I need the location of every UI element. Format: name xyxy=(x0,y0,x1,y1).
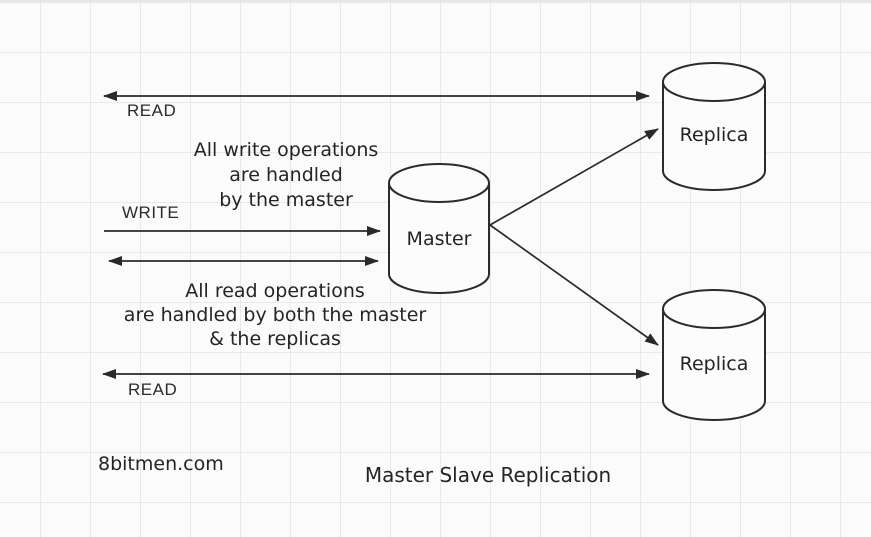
write-operations-note: All write operations are handled by the … xyxy=(194,138,379,213)
write-note-line-2: are handled xyxy=(229,164,343,186)
read-note-line-1: All read operations xyxy=(185,280,365,302)
replica-bottom-db-cylinder xyxy=(662,289,766,421)
write-note-line-3: by the master xyxy=(219,189,353,211)
master-to-replica-top-arrow xyxy=(489,128,659,226)
read-top-label: READ xyxy=(127,101,177,120)
replica-top-db-cylinder xyxy=(662,62,766,191)
master-db-cylinder xyxy=(388,163,490,294)
diagram-title: Master Slave Replication xyxy=(364,463,612,487)
read-operations-note: All read operations are handled by both … xyxy=(124,279,426,351)
top-edge-line xyxy=(0,0,871,2)
read-note-line-2: are handled by both the master xyxy=(123,304,427,326)
read-note-line-3: & the replicas xyxy=(209,328,341,350)
watermark-text: 8bitmen.com xyxy=(98,453,224,475)
write-note-line-1: All write operations xyxy=(193,139,379,161)
master-to-replica-bottom-arrow xyxy=(489,224,659,346)
write-label: WRITE xyxy=(122,203,180,222)
master-node-label: Master xyxy=(406,228,472,250)
replica-bottom-node-label: Replica xyxy=(679,353,749,375)
read-bottom-label: READ xyxy=(128,380,178,399)
replica-top-node-label: Replica xyxy=(679,124,749,146)
